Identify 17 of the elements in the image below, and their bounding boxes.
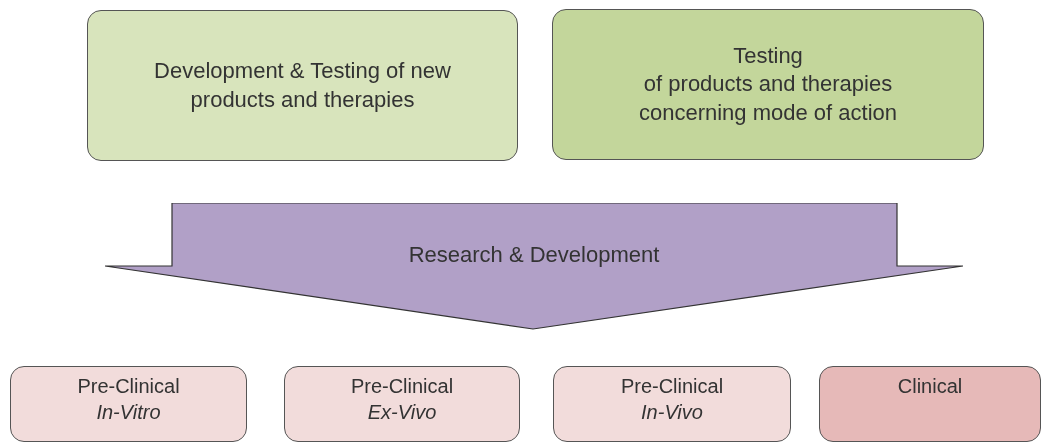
process-box <box>552 9 984 160</box>
node-label: Pre-Clinical <box>620 374 724 399</box>
stage-box <box>10 366 247 442</box>
node-label: Development & Testing of new products and therapies <box>153 56 452 114</box>
stage-box <box>284 366 520 442</box>
stage-box <box>553 366 791 442</box>
node-label: Clinical <box>897 374 963 399</box>
node-sublabel: In-Vivo <box>641 400 703 425</box>
node-sublabel: Ex-Vivo <box>367 400 437 425</box>
node-label: Research & Development <box>408 241 660 269</box>
node-label: Pre-Clinical <box>77 374 180 399</box>
process-box <box>87 10 518 161</box>
node-sublabel: of products and therapies concerning mode of action <box>637 70 899 127</box>
node-sublabel: In-Vitro <box>96 400 161 425</box>
stage-box <box>819 366 1041 442</box>
node-label: Pre-Clinical <box>350 374 454 399</box>
node-label: Testing <box>733 41 803 70</box>
